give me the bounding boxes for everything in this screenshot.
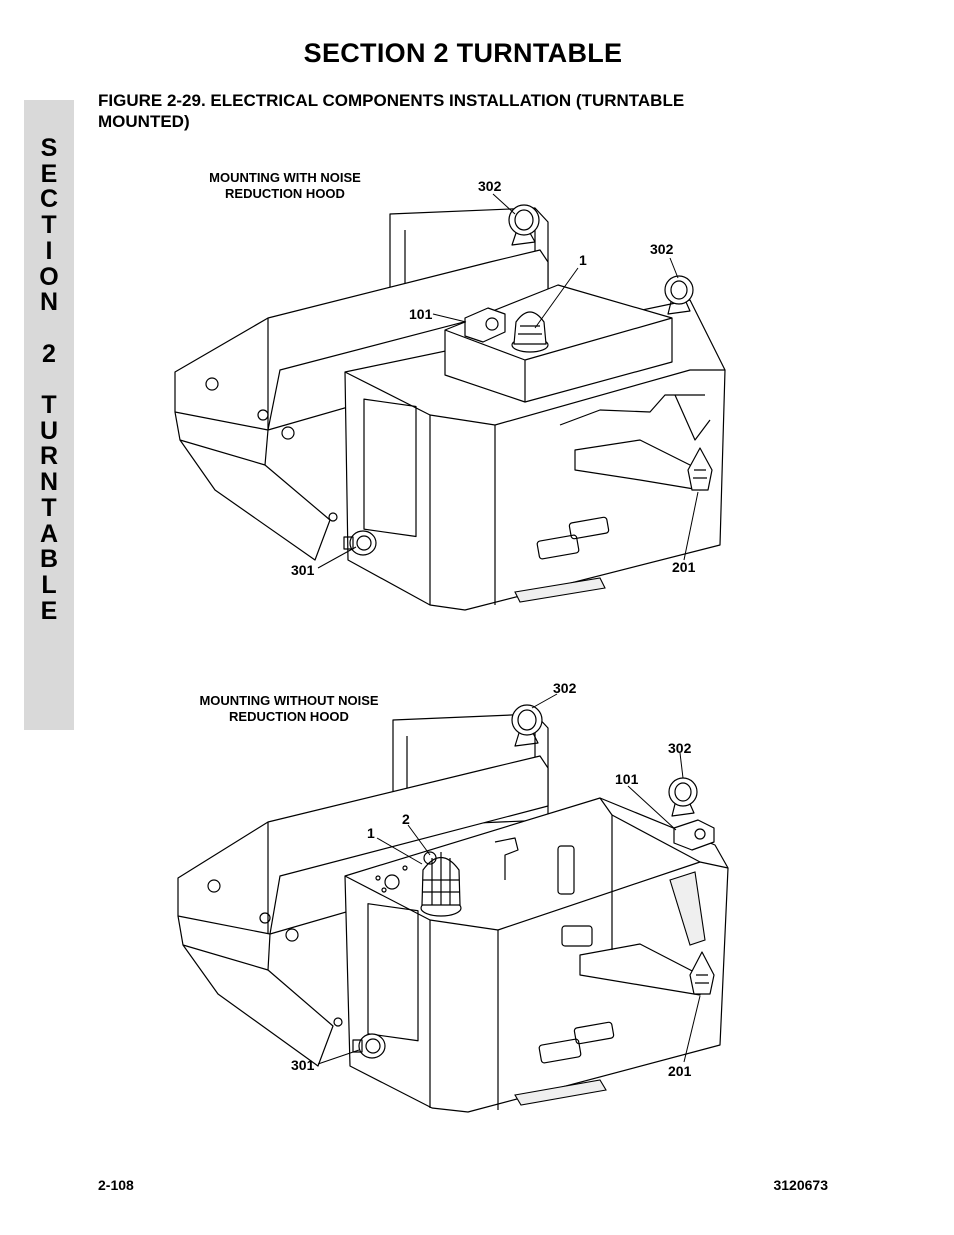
callout-302-top-a: 302 xyxy=(478,178,502,194)
callout-302-bottom-b: 302 xyxy=(668,740,692,756)
turntable-drawing-with-hood xyxy=(174,193,726,611)
turntable-drawing-without-hood xyxy=(177,693,729,1113)
callout-201-top: 201 xyxy=(672,559,696,575)
callout-302-top-b: 302 xyxy=(650,241,674,257)
side-tab-label: S E C T I O N 2 T U R N T A B L E xyxy=(39,134,59,625)
section-side-tab: S E C T I O N 2 T U R N T A B L E xyxy=(24,100,74,730)
page-number: 2-108 xyxy=(98,1177,134,1193)
top-figure-caption-line1: MOUNTING WITH NOISE xyxy=(209,170,361,185)
page-title: SECTION 2 TURNTABLE xyxy=(303,38,623,68)
top-figure-caption-line2: REDUCTION HOOD xyxy=(225,186,345,201)
callout-301-top: 301 xyxy=(291,562,315,578)
callout-101-top: 101 xyxy=(409,306,433,322)
bottom-figure-caption-line2: REDUCTION HOOD xyxy=(229,709,349,724)
callout-302-bottom-a: 302 xyxy=(553,680,577,696)
callout-301-bottom: 301 xyxy=(291,1057,315,1073)
callout-1-top: 1 xyxy=(579,252,587,268)
document-number: 3120673 xyxy=(773,1177,828,1193)
callout-2-bottom: 2 xyxy=(402,811,410,827)
callout-201-bottom: 201 xyxy=(668,1063,692,1079)
callout-101-bottom: 101 xyxy=(615,771,639,787)
figure-caption: FIGURE 2-29. ELECTRICAL COMPONENTS INSTA… xyxy=(98,91,685,131)
callout-1-bottom: 1 xyxy=(367,825,375,841)
bottom-figure-caption-line1: MOUNTING WITHOUT NOISE xyxy=(199,693,378,708)
